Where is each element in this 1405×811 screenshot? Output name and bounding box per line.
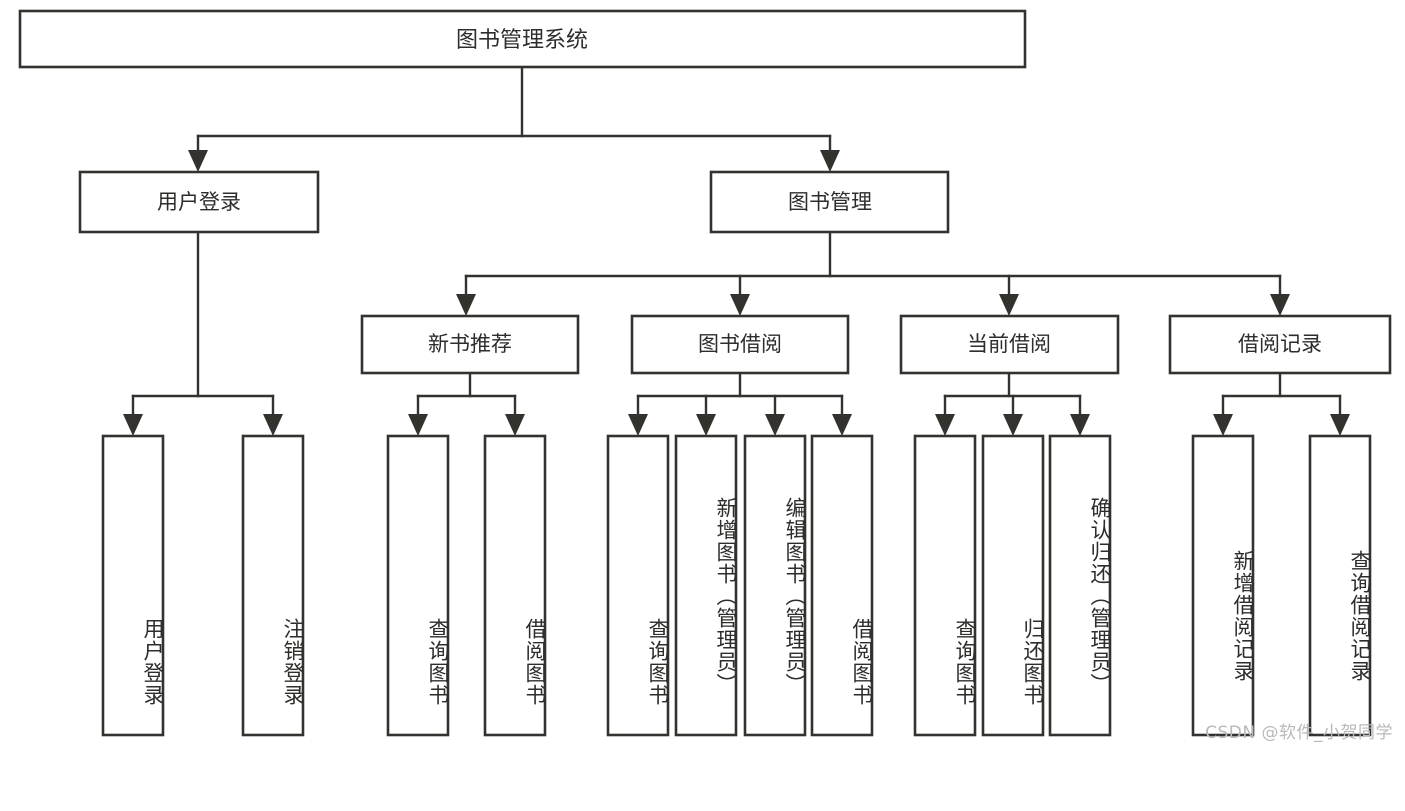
node-book-manage[interactable]: 图书管理 [709, 170, 950, 234]
connector-root-to-level2 [188, 65, 840, 172]
node-user-login-label: 用户登录 [157, 190, 241, 214]
node-user-login[interactable]: 用户登录 [78, 170, 320, 234]
node-root-label: 图书管理系统 [456, 28, 588, 53]
connector-currentborrow-to-leaves [935, 371, 1090, 436]
node-new-book-recommend[interactable]: 新书推荐 [360, 314, 580, 375]
node-new-book-recommend-label: 新书推荐 [428, 332, 512, 356]
node-current-borrow-label: 当前借阅 [967, 332, 1051, 356]
connector-userlogin-to-leaves [123, 230, 283, 436]
connector-bookborrow-to-leaves [628, 371, 852, 436]
connector-borrowrecord-to-leaves [1213, 371, 1350, 436]
node-book-borrow[interactable]: 图书借阅 [630, 314, 850, 375]
node-leaf-borrow-book-2[interactable] [810, 434, 874, 737]
connector-bookmanage-to-level3 [456, 230, 1290, 316]
node-leaf-return-book[interactable] [981, 434, 1045, 737]
node-leaf-add-book[interactable] [674, 434, 738, 737]
node-current-borrow[interactable]: 当前借阅 [899, 314, 1120, 375]
node-book-manage-label: 图书管理 [788, 190, 872, 214]
node-leaf-query-book-3[interactable] [913, 434, 977, 737]
node-borrow-record[interactable]: 借阅记录 [1168, 314, 1392, 375]
node-leaf-user-logout[interactable] [241, 434, 305, 737]
node-leaf-query-book-2[interactable] [606, 434, 670, 737]
node-leaf-query-record[interactable] [1308, 434, 1372, 737]
hierarchy-diagram: 图书管理系统 用户登录 图书管理 新书推荐 图书借阅 当前借阅 借阅记录 [18, 9, 1392, 737]
diagram-canvas: 图书管理系统 用户登录 图书管理 新书推荐 图书借阅 当前借阅 借阅记录 [18, 9, 1393, 743]
connector-newbook-to-leaves [408, 371, 525, 436]
node-leaf-borrow-book-1[interactable] [483, 434, 547, 737]
node-leaf-add-record[interactable] [1191, 434, 1255, 737]
node-leaf-confirm-return[interactable] [1048, 434, 1112, 737]
node-leaf-edit-book[interactable] [743, 434, 807, 737]
node-borrow-record-label: 借阅记录 [1238, 332, 1322, 356]
node-leaf-query-book-1[interactable] [386, 434, 450, 737]
csdn-watermark: CSDN @软件_小贺同学 [1205, 723, 1393, 743]
node-book-borrow-label: 图书借阅 [698, 332, 782, 356]
node-leaf-user-login[interactable] [101, 434, 165, 737]
node-root[interactable]: 图书管理系统 [18, 9, 1027, 69]
